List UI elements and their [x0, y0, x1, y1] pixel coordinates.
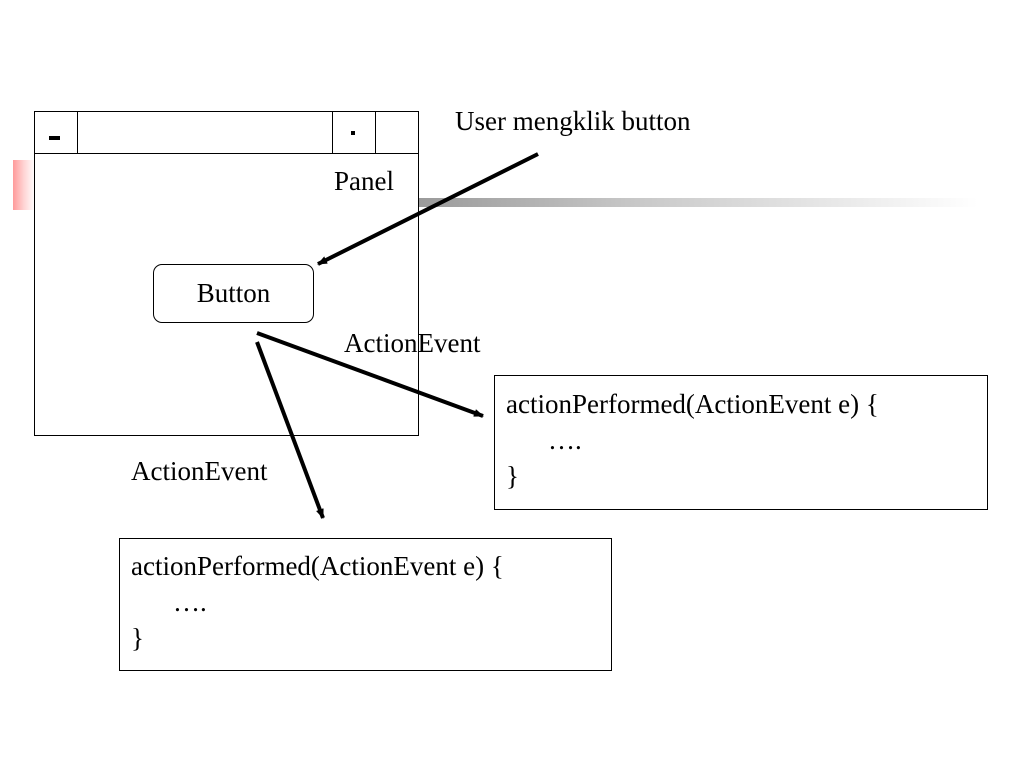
code-box-bottom: actionPerformed(ActionEvent e) { …. } — [119, 538, 612, 671]
close-box — [376, 112, 418, 153]
dot-box — [333, 112, 376, 153]
window-titlebar — [35, 112, 418, 154]
decorative-gray-line — [418, 198, 978, 207]
code-line: actionPerformed(ActionEvent e) { — [131, 551, 504, 581]
minimize-box — [35, 112, 78, 153]
decorative-red-accent — [13, 160, 35, 210]
code-line: …. — [548, 425, 582, 455]
code-line: actionPerformed(ActionEvent e) { — [506, 389, 879, 419]
action-event-label-right: ActionEvent — [344, 328, 481, 358]
minimize-icon — [49, 136, 60, 140]
window-frame — [34, 111, 419, 436]
button-widget: Button — [153, 264, 314, 323]
window-title-area — [78, 112, 333, 153]
code-line: } — [506, 461, 519, 491]
dot-icon — [351, 131, 355, 135]
action-event-label-bottom: ActionEvent — [131, 456, 268, 486]
code-line: …. — [173, 587, 207, 617]
panel-label: Panel — [334, 166, 394, 196]
code-box-right: actionPerformed(ActionEvent e) { …. } — [494, 375, 988, 510]
code-line: } — [131, 623, 144, 653]
user-click-label: User mengklik button — [455, 106, 691, 136]
